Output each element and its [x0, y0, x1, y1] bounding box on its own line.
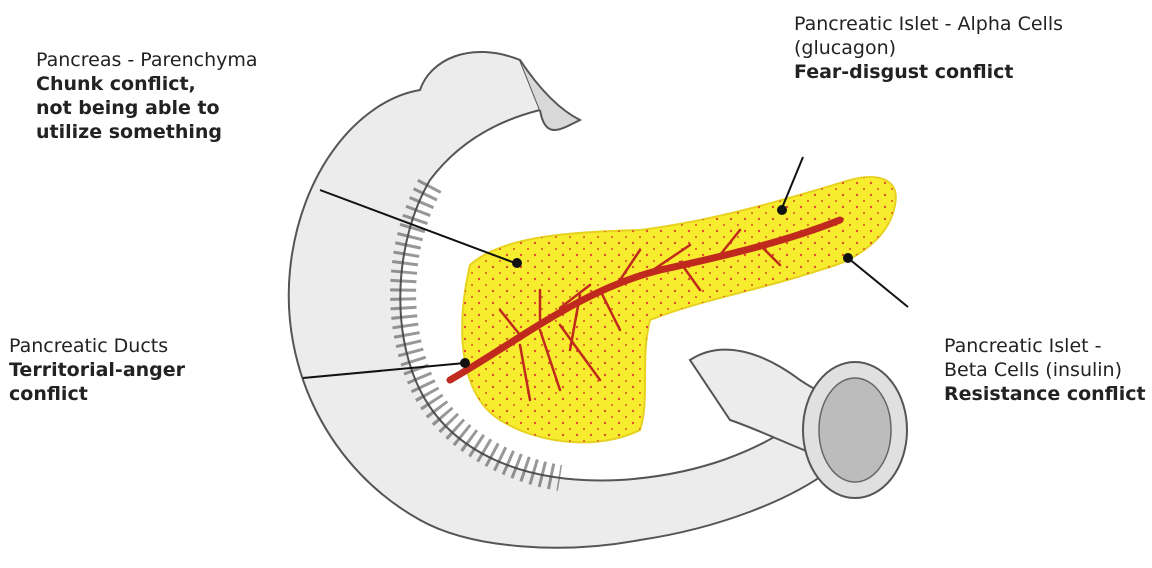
label-ducts-conflict-1: Territorial-anger: [9, 358, 185, 382]
label-beta-name-1: Pancreatic Islet -: [944, 334, 1146, 358]
label-alpha-name-1: Pancreatic Islet - Alpha Cells: [794, 12, 1063, 36]
label-ducts-name: Pancreatic Ducts: [9, 334, 185, 358]
dot-alpha: [777, 205, 787, 215]
label-ducts-conflict-2: conflict: [9, 382, 185, 406]
label-alpha: Pancreatic Islet - Alpha Cells (glucagon…: [794, 12, 1063, 84]
label-alpha-name-2: (glucagon): [794, 36, 1063, 60]
label-parenchyma: Pancreas - Parenchyma Chunk conflict, no…: [36, 48, 258, 144]
dot-parenchyma: [512, 258, 522, 268]
label-parenchyma-name: Pancreas - Parenchyma: [36, 48, 258, 72]
label-alpha-conflict: Fear-disgust conflict: [794, 60, 1063, 84]
label-beta: Pancreatic Islet - Beta Cells (insulin) …: [944, 334, 1146, 406]
label-beta-name-2: Beta Cells (insulin): [944, 358, 1146, 382]
dot-beta: [843, 253, 853, 263]
label-ducts: Pancreatic Ducts Territorial-anger confl…: [9, 334, 185, 406]
label-beta-conflict: Resistance conflict: [944, 382, 1146, 406]
label-parenchyma-conflict-3: utilize something: [36, 120, 258, 144]
leader-line-beta: [848, 258, 908, 307]
dot-ducts: [460, 358, 470, 368]
label-parenchyma-conflict-2: not being able to: [36, 96, 258, 120]
label-parenchyma-conflict-1: Chunk conflict,: [36, 72, 258, 96]
